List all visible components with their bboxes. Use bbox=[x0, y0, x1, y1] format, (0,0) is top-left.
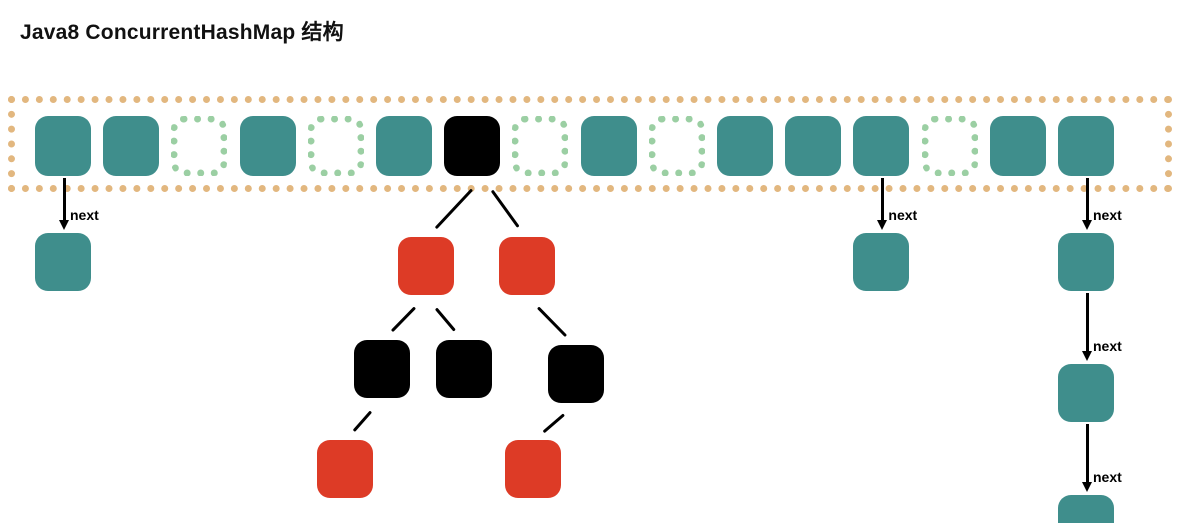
bucket-cell-1[interactable] bbox=[103, 116, 160, 176]
tree-node-n-lr[interactable] bbox=[436, 340, 492, 398]
chain-bucket-0-node-0[interactable] bbox=[35, 233, 91, 291]
tree-edge-root-n-r bbox=[491, 189, 521, 229]
bucket-cell-4[interactable] bbox=[307, 116, 364, 176]
tree-node-n-r[interactable] bbox=[499, 237, 555, 295]
tree-node-n-ll[interactable] bbox=[354, 340, 410, 398]
bucket-cell-6[interactable] bbox=[444, 116, 501, 176]
bucket-cell-8[interactable] bbox=[580, 116, 637, 176]
chain-bucket-15-node-2[interactable] bbox=[1058, 495, 1114, 523]
arrow-shaft bbox=[1086, 424, 1089, 483]
arrow-head-icon bbox=[1082, 220, 1092, 230]
page-title: Java8 ConcurrentHashMap 结构 bbox=[20, 21, 344, 44]
tree-node-n-lll[interactable] bbox=[317, 440, 373, 498]
next-label: next bbox=[888, 207, 918, 223]
tree-edge-n-rl-n-rll bbox=[542, 413, 565, 434]
bucket-cell-12[interactable] bbox=[853, 116, 910, 176]
tree-edge-n-l-n-ll bbox=[390, 306, 416, 333]
tree-node-n-rll[interactable] bbox=[505, 440, 561, 498]
bucket-cell-14[interactable] bbox=[989, 116, 1046, 176]
bucket-cell-15[interactable] bbox=[1058, 116, 1114, 176]
tree-edge-n-ll-n-lll bbox=[353, 410, 373, 432]
arrow-shaft bbox=[1086, 178, 1089, 221]
chain-bucket-12-node-0[interactable] bbox=[853, 233, 910, 291]
next-label: next bbox=[1093, 338, 1122, 354]
chain-bucket-15-node-0[interactable] bbox=[1058, 233, 1114, 291]
tree-node-n-l[interactable] bbox=[398, 237, 454, 295]
next-label: next bbox=[1093, 207, 1122, 223]
next-label: next bbox=[70, 207, 99, 223]
tree-edge-n-r-n-rl bbox=[537, 306, 568, 338]
bucket-cell-2[interactable] bbox=[171, 116, 228, 176]
bucket-cell-13[interactable] bbox=[921, 116, 978, 176]
next-label: next bbox=[1093, 469, 1122, 485]
arrow-shaft bbox=[1086, 293, 1089, 352]
arrow-head-icon bbox=[877, 220, 888, 230]
bucket-cell-3[interactable] bbox=[239, 116, 296, 176]
bucket-cell-11[interactable] bbox=[785, 116, 842, 176]
arrow-head-icon bbox=[59, 220, 69, 230]
bucket-cell-7[interactable] bbox=[512, 116, 569, 176]
bucket-cell-0[interactable] bbox=[35, 116, 91, 176]
bucket-cell-9[interactable] bbox=[648, 116, 705, 176]
tree-edge-n-l-n-lr bbox=[435, 307, 457, 332]
arrow-head-icon bbox=[1082, 351, 1092, 361]
chain-bucket-15-node-1[interactable] bbox=[1058, 364, 1114, 422]
bucket-cell-10[interactable] bbox=[717, 116, 773, 176]
hash-table-array bbox=[8, 96, 1172, 192]
tree-node-n-rl[interactable] bbox=[548, 345, 604, 403]
arrow-shaft bbox=[881, 178, 885, 221]
arrow-head-icon bbox=[1082, 482, 1092, 492]
tree-edge-root-n-l bbox=[434, 188, 474, 230]
bucket-cell-5[interactable] bbox=[376, 116, 432, 176]
arrow-shaft bbox=[63, 178, 66, 221]
